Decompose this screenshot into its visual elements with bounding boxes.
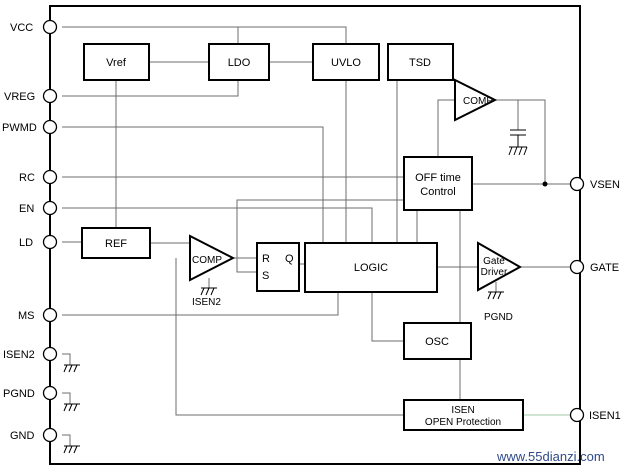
pin-gate-label: GATE: [590, 262, 619, 274]
block-tsd-label: TSD: [409, 57, 431, 69]
pin-ms-label: MS: [18, 310, 35, 322]
block-uvlo-label: UVLO: [331, 57, 361, 69]
latch-q-label: Q: [285, 253, 294, 265]
block-logic: LOGIC: [304, 242, 438, 293]
wires: [62, 26, 570, 446]
gate-driver-label-2: Driver: [481, 267, 508, 278]
isen-label-2: OPEN Protection: [425, 417, 501, 428]
latch-s-label: S: [262, 270, 269, 282]
block-sr-latch: R S Q: [256, 242, 300, 292]
pgnd-label: PGND: [484, 312, 513, 323]
pin-pwmd-label: PWMD: [2, 122, 37, 134]
ground-icon: [200, 287, 217, 296]
block-off-time-control: OFF time Control: [403, 156, 473, 211]
block-tsd: TSD: [387, 43, 454, 81]
block-ref-label: REF: [105, 238, 127, 250]
isen-label-1: ISEN: [451, 405, 474, 416]
pin-en-label: EN: [19, 203, 34, 215]
pin-gnd-label: GND: [10, 430, 35, 442]
gate-driver-label-1: Gate: [483, 256, 505, 267]
block-ref: REF: [81, 227, 151, 259]
off-time-label-1: OFF time: [415, 172, 461, 184]
pin-isen1-label: ISEN1: [589, 410, 621, 422]
latch-r-label: R: [262, 253, 270, 265]
pin-rc-label: RC: [19, 172, 35, 184]
off-time-label-2: Control: [420, 186, 455, 198]
pin-pgnd-label: PGND: [3, 388, 35, 400]
pins-right: VSEN GATE ISEN1: [569, 176, 621, 423]
watermark: www.55dianzi.com: [496, 449, 605, 464]
pin-rc: RC: [19, 169, 58, 185]
pin-ld-label: LD: [19, 237, 33, 249]
comparator-mid-label: COMP: [192, 255, 222, 266]
comparator-top-label: COMP: [463, 96, 493, 107]
ground-icon: [487, 291, 504, 300]
pin-ms: MS: [18, 307, 58, 323]
pin-ld: LD: [19, 234, 58, 250]
block-isen-open-protection: ISEN OPEN Protection: [403, 399, 524, 431]
block-ldo: LDO: [208, 43, 270, 81]
ground-symbols: [63, 129, 528, 454]
pin-vcc: VCC: [10, 19, 58, 35]
block-ldo-label: LDO: [228, 57, 251, 69]
block-logic-label: LOGIC: [354, 262, 388, 274]
pin-vsen-label: VSEN: [590, 179, 620, 191]
pin-vsen: VSEN: [569, 176, 620, 192]
ground-icon: [63, 445, 80, 454]
block-uvlo: UVLO: [312, 43, 380, 81]
pin-gnd: GND: [10, 427, 58, 443]
pins-left: VCC VREG PWMD RC EN LD MS ISEN2 PGND GND: [2, 19, 58, 443]
block-osc: OSC: [403, 322, 472, 360]
ground-icon: [63, 364, 80, 373]
comparator-top: COMP: [454, 78, 498, 122]
pin-pwmd: PWMD: [2, 119, 58, 135]
pin-isen2: ISEN2: [3, 346, 58, 362]
pin-vreg-label: VREG: [4, 91, 35, 103]
comparator-mid: COMP: [189, 234, 236, 282]
pin-vcc-label: VCC: [10, 22, 33, 34]
pin-gate: GATE: [569, 259, 619, 275]
ground-icon: [63, 403, 80, 412]
pin-pgnd: PGND: [3, 385, 58, 401]
pin-isen2-label: ISEN2: [3, 349, 35, 361]
block-vref: Vref: [83, 43, 150, 81]
ground-icon: [508, 146, 528, 156]
isen2-label: ISEN2: [192, 297, 221, 308]
gate-driver: Gate Driver: [477, 241, 523, 292]
capacitor-symbol: [510, 129, 526, 147]
pin-en: EN: [19, 200, 58, 216]
pin-isen1: ISEN1: [569, 407, 621, 423]
block-osc-label: OSC: [425, 336, 449, 348]
pin-vreg: VREG: [4, 88, 58, 104]
block-vref-label: Vref: [106, 57, 127, 69]
